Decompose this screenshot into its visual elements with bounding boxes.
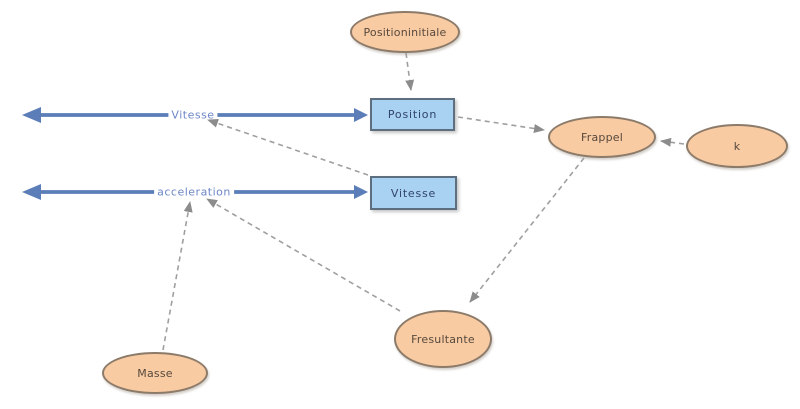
node-positioninitiale[interactable]: Positioninitiale bbox=[350, 11, 460, 53]
arrowhead-left-icon bbox=[22, 107, 41, 123]
node-frappel[interactable]: Frappel bbox=[548, 116, 656, 158]
flow-label-acceleration[interactable]: acceleration bbox=[154, 185, 234, 199]
arrowhead-right-icon bbox=[354, 108, 368, 122]
node-fresultante[interactable]: Fresultante bbox=[394, 310, 492, 368]
edge-frappel-to-fresultante[interactable] bbox=[469, 157, 585, 303]
edge-fresultante-to-acceleration-flow[interactable] bbox=[206, 198, 401, 312]
node-label: Frappel bbox=[581, 130, 623, 144]
edge-k-to-frappel[interactable] bbox=[660, 137, 685, 147]
edge-positioninitiale-to-position[interactable] bbox=[405, 52, 415, 91]
node-label: Fresultante bbox=[411, 332, 475, 346]
node-vitesse-stock[interactable]: Vitesse bbox=[370, 176, 457, 210]
edge-position-to-frappel[interactable] bbox=[457, 116, 545, 133]
edge-vitesse-stock-to-vitesse-flow[interactable] bbox=[207, 118, 369, 176]
node-k[interactable]: k bbox=[686, 124, 788, 168]
node-position[interactable]: Position bbox=[370, 98, 455, 131]
flow-label-vitesse[interactable]: Vitesse bbox=[168, 108, 218, 122]
node-label: Masse bbox=[137, 366, 173, 380]
arrowhead-right-icon bbox=[354, 185, 368, 199]
node-label: Vitesse bbox=[390, 186, 437, 200]
node-label: Position bbox=[387, 108, 438, 121]
node-label: k bbox=[733, 139, 741, 153]
node-masse[interactable]: Masse bbox=[102, 352, 208, 394]
edge-masse-to-acceleration-flow[interactable] bbox=[162, 201, 193, 351]
arrowhead-left-icon bbox=[22, 184, 41, 200]
node-label: Positioninitiale bbox=[363, 25, 447, 39]
